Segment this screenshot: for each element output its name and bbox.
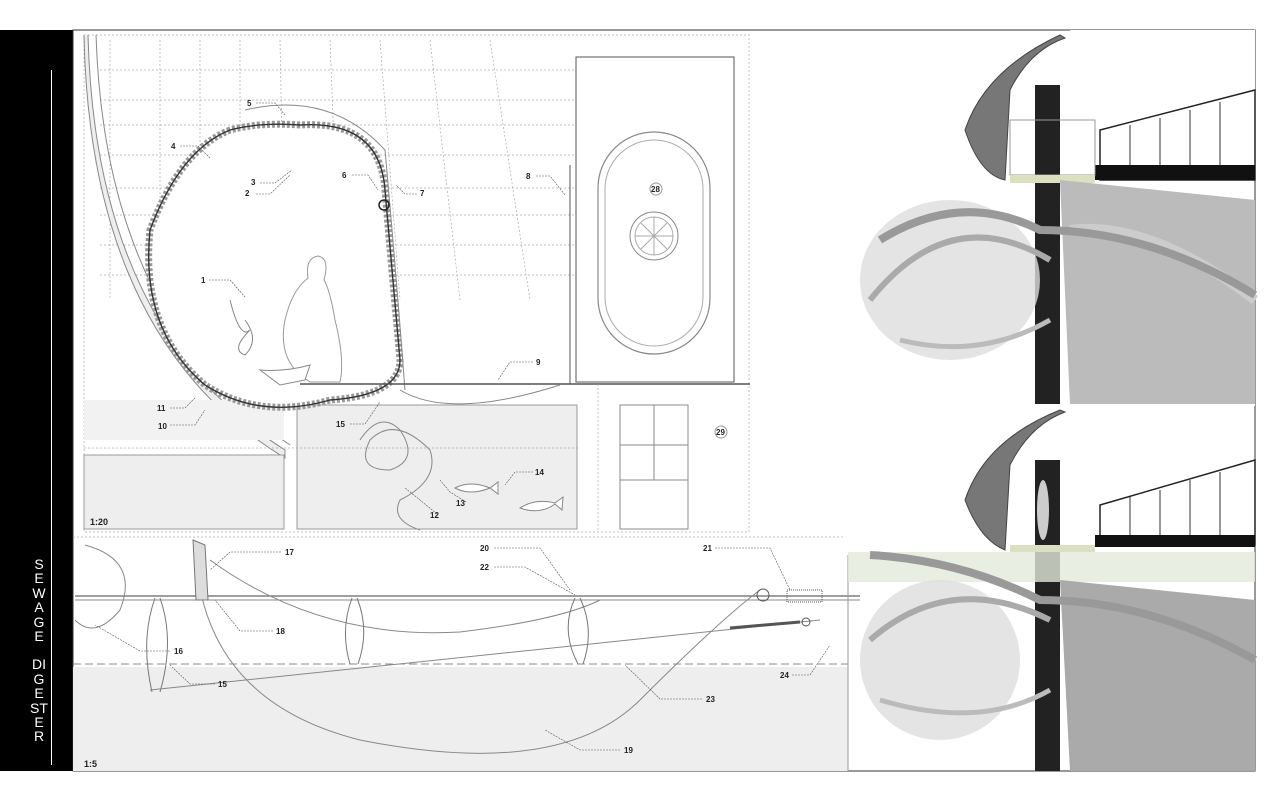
callout-4: 4 <box>171 142 176 151</box>
railing <box>1099 459 1256 546</box>
plan-callout-17: 17 <box>285 548 294 557</box>
plan-callout-20: 20 <box>480 544 489 553</box>
callout-5: 5 <box>247 99 252 108</box>
drawing-title: SEWAGE DIGESTER <box>30 557 48 744</box>
ladder <box>619 404 689 530</box>
plan-callout-19: 19 <box>624 746 633 755</box>
water-tank <box>296 404 578 530</box>
callout-8: 8 <box>526 172 531 181</box>
callout-15: 15 <box>336 420 345 429</box>
plan-callout-22: 22 <box>480 563 489 572</box>
person-figure <box>1037 480 1049 540</box>
clamp <box>192 539 209 601</box>
callout-7: 7 <box>420 189 425 198</box>
hull-shell <box>83 34 286 459</box>
plan-callout-21: 21 <box>703 544 712 553</box>
title-word-2: DIGESTER <box>30 656 48 745</box>
pipes <box>229 299 253 356</box>
scale-label-1-20: 1:20 <box>90 517 108 527</box>
plan-callout-23: 23 <box>706 695 715 704</box>
scale-label-1-5: 1:5 <box>84 759 97 769</box>
callout-12: 12 <box>430 511 439 520</box>
plan-callout-18: 18 <box>276 627 285 636</box>
callout-3: 3 <box>251 178 256 187</box>
section-drawing-1-20: 1 2 3 4 5 6 7 8 9 10 11 12 13 14 15 28 2… <box>83 34 750 533</box>
callout-14: 14 <box>535 468 544 477</box>
render-bottom <box>848 409 1257 771</box>
spring <box>786 589 823 603</box>
toilet <box>258 364 311 386</box>
callout-9: 9 <box>536 358 541 367</box>
turnbuckle <box>729 620 801 630</box>
hoops <box>146 597 589 693</box>
callout-13: 13 <box>456 499 465 508</box>
door-panel <box>575 56 735 383</box>
title-sidebar: SEWAGE DIGESTER <box>0 30 73 788</box>
person-silhouette <box>282 255 343 383</box>
title-word-1: SEWAGE <box>32 556 46 645</box>
callout-10: 10 <box>158 422 167 431</box>
digester-bag <box>145 120 404 411</box>
hose-knot <box>359 421 433 531</box>
bag-edge <box>74 544 126 629</box>
callout-2: 2 <box>245 189 250 198</box>
tank-wall <box>1060 580 1255 771</box>
fish-icon <box>518 495 564 512</box>
hose-19 <box>194 544 761 754</box>
shell-canopy <box>964 34 1067 181</box>
plan-drawing-1-5: 16 15 17 18 19 20 21 22 23 24 1:5 <box>73 536 860 771</box>
callout-11: 11 <box>157 404 166 413</box>
callout-6: 6 <box>342 171 347 180</box>
callout-29: 29 <box>716 428 725 437</box>
sidebar-divider-line <box>51 70 52 765</box>
plan-callout-15: 15 <box>218 680 227 689</box>
callout-28: 28 <box>651 185 660 194</box>
plan-callout-24: 24 <box>780 671 789 680</box>
render-top <box>860 30 1259 405</box>
plan-callout-16: 16 <box>174 647 183 656</box>
tank-wall <box>1060 180 1255 405</box>
callout-1: 1 <box>201 276 206 285</box>
fish-icon <box>453 481 499 495</box>
hatch-wheel-icon <box>629 211 679 261</box>
shell-canopy <box>964 409 1067 551</box>
title-box-icon <box>33 772 49 788</box>
valve-icon <box>378 199 390 211</box>
